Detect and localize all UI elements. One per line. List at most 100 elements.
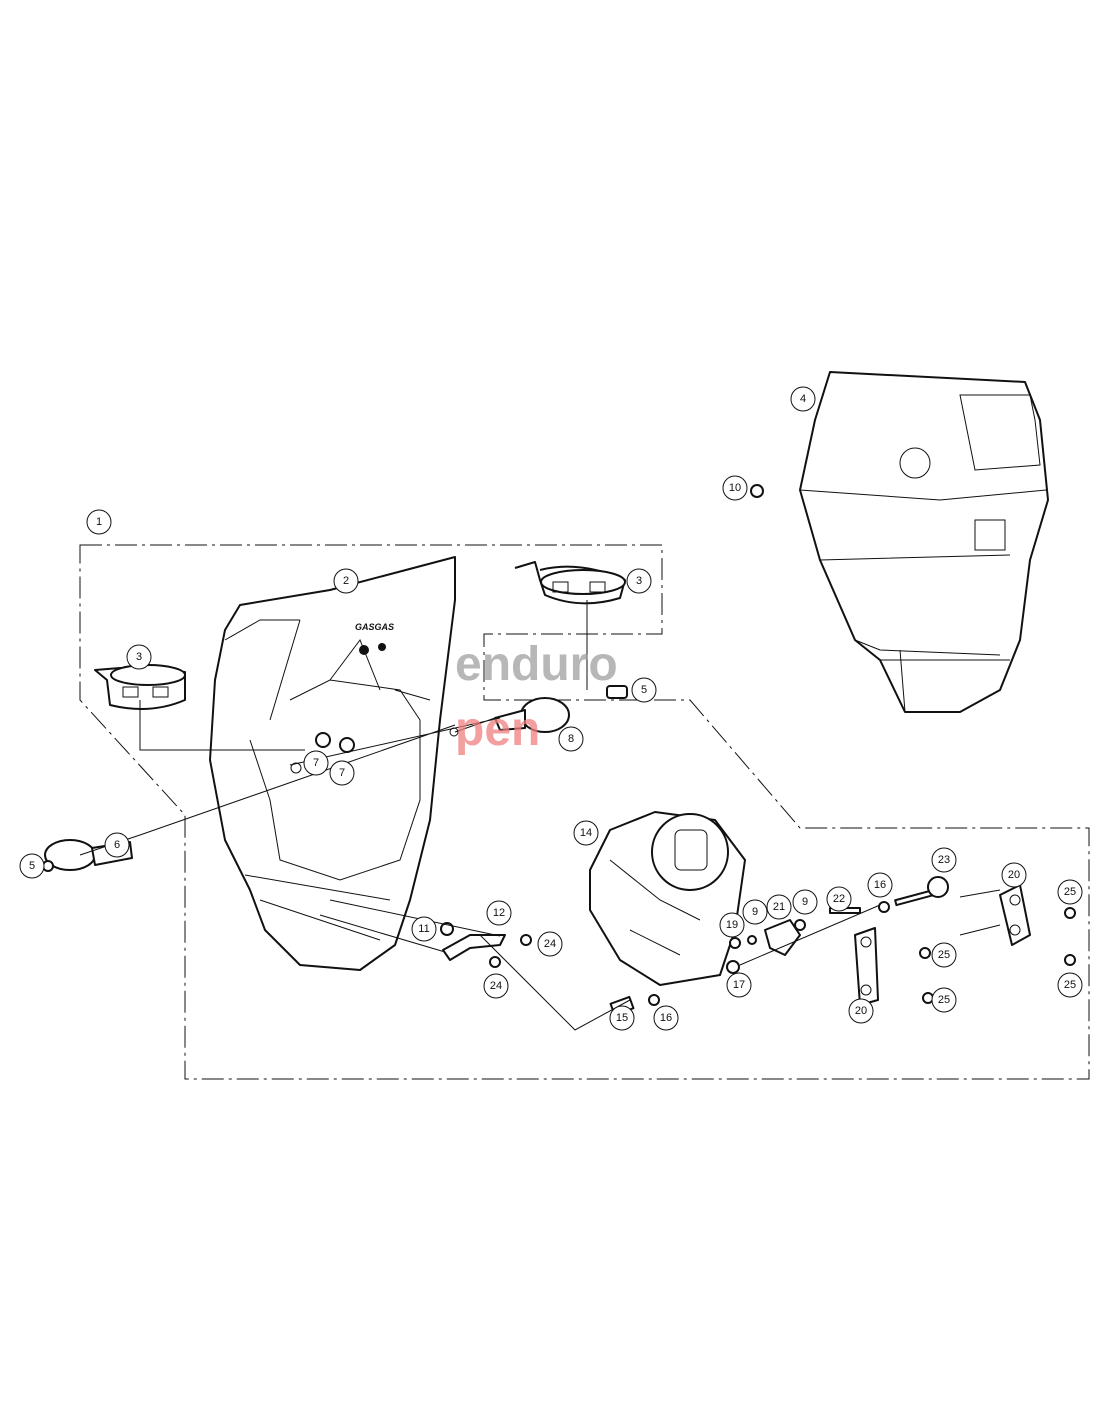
callout-24: 24	[483, 973, 509, 999]
callout-number: 20	[855, 1005, 867, 1017]
callout-number: 25	[1064, 886, 1076, 898]
callout-number: 14	[580, 827, 592, 839]
leader-lines	[79, 600, 1001, 1031]
callout-number: 7	[339, 767, 345, 779]
callout-16: 16	[653, 1005, 679, 1031]
callout-circle	[766, 894, 792, 920]
callout-19: 19	[719, 912, 745, 938]
callout-16: 16	[867, 872, 893, 898]
callout-7: 7	[329, 760, 355, 786]
callout-14: 14	[573, 820, 599, 846]
callout-number: 7	[313, 757, 319, 769]
callout-number: 22	[833, 893, 845, 905]
callout-4: 4	[790, 386, 816, 412]
callout-number: 21	[773, 901, 785, 913]
callout-25: 25	[931, 987, 957, 1013]
callout-circle	[631, 677, 657, 703]
headlight-unit	[589, 811, 746, 986]
callout-circle	[126, 644, 152, 670]
callout-number: 25	[1064, 979, 1076, 991]
callout-number: 9	[752, 906, 758, 918]
callout-2: 2	[333, 568, 359, 594]
callout-8: 8	[558, 726, 584, 752]
callout-number: 17	[733, 979, 745, 991]
callout-circle	[303, 750, 329, 776]
callout-circle	[931, 987, 957, 1013]
callout-circle	[653, 1005, 679, 1031]
callout-3: 3	[126, 644, 152, 670]
callout-9: 9	[792, 889, 818, 915]
callout-number: 24	[490, 980, 502, 992]
callout-number: 19	[726, 919, 738, 931]
callout-11: 11	[411, 916, 437, 942]
callout-circle	[1057, 879, 1083, 905]
callout-1: 1	[86, 509, 112, 535]
callout-20: 20	[848, 998, 874, 1024]
callout-number: 16	[660, 1012, 672, 1024]
watermark-part2: pen	[455, 703, 540, 756]
callout-number: 5	[641, 684, 647, 696]
callout-number: 12	[493, 907, 505, 919]
callout-circle	[333, 568, 359, 594]
callout-number: 25	[938, 949, 950, 961]
callout-6: 6	[104, 832, 130, 858]
callout-21: 21	[766, 894, 792, 920]
callout-circle	[411, 916, 437, 942]
callout-number: 10	[729, 482, 741, 494]
callout-23: 23	[931, 847, 957, 873]
callout-9: 9	[742, 899, 768, 925]
turn-signal-right	[494, 685, 628, 733]
callout-circle	[790, 386, 816, 412]
callout-circle	[792, 889, 818, 915]
nuts-7	[315, 732, 355, 753]
callout-24: 24	[537, 931, 563, 957]
callout-3: 3	[626, 568, 652, 594]
callout-circle	[486, 900, 512, 926]
callout-number: 4	[800, 393, 806, 405]
callout-number: 16	[874, 879, 886, 891]
callout-20: 20	[1001, 862, 1027, 888]
callout-number: 3	[136, 651, 142, 663]
callout-number: 24	[544, 938, 556, 950]
callout-number: 11	[418, 923, 429, 935]
callout-25: 25	[931, 942, 957, 968]
callout-number: 15	[616, 1012, 628, 1024]
callout-circle	[558, 726, 584, 752]
callout-number: 1	[96, 516, 102, 528]
fork-clamp-left	[94, 664, 186, 710]
callout-25: 25	[1057, 879, 1083, 905]
callout-circle	[483, 973, 509, 999]
headlight-mask	[799, 371, 1049, 713]
callout-circle	[1001, 862, 1027, 888]
bolt-10	[750, 484, 764, 498]
callout-17: 17	[726, 972, 752, 998]
watermark: enduro pen	[455, 638, 618, 756]
callout-15: 15	[609, 1005, 635, 1031]
callout-circle	[742, 899, 768, 925]
callout-number: 23	[938, 854, 950, 866]
callout-circle	[826, 886, 852, 912]
callout-7: 7	[303, 750, 329, 776]
callout-10: 10	[722, 475, 748, 501]
callout-circle	[329, 760, 355, 786]
callout-number: 3	[636, 575, 642, 587]
callout-circle	[86, 509, 112, 535]
callout-number: 5	[29, 860, 35, 872]
callout-circle	[722, 475, 748, 501]
callout-circle	[726, 972, 752, 998]
callout-number: 9	[802, 896, 808, 908]
callout-22: 22	[826, 886, 852, 912]
callout-number: 25	[938, 994, 950, 1006]
callout-circle	[931, 942, 957, 968]
part-logo-text: GASGAS	[355, 622, 394, 632]
callout-circle	[867, 872, 893, 898]
callout-number: 20	[1008, 869, 1020, 881]
callout-circle	[537, 931, 563, 957]
callout-circle	[1057, 972, 1083, 998]
callout-circle	[573, 820, 599, 846]
callout-number: 2	[343, 575, 349, 587]
callout-25: 25	[1057, 972, 1083, 998]
callout-number: 6	[114, 839, 120, 851]
